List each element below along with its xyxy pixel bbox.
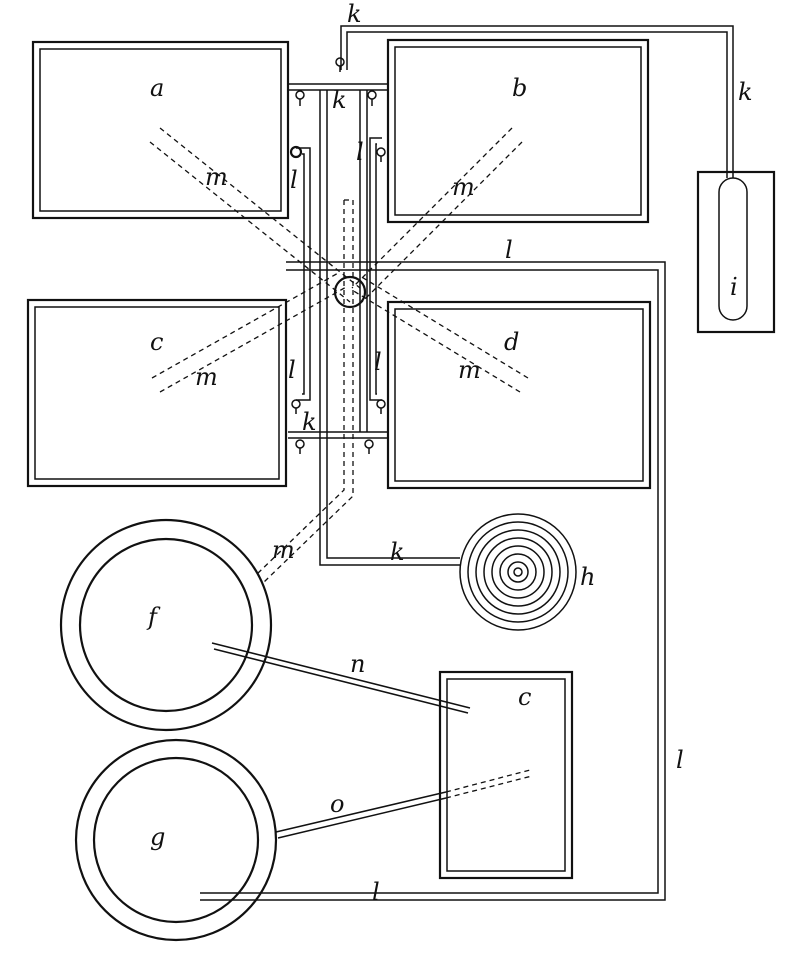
label-k-top: k: [347, 0, 362, 28]
valve-icon: [295, 90, 305, 106]
label-o: o: [330, 790, 344, 818]
label-m-2: m: [452, 173, 475, 201]
label-l-7: l: [372, 878, 380, 906]
label-g: g: [150, 823, 165, 851]
valve-icon: [367, 90, 377, 106]
valve-icon: [376, 399, 386, 414]
label-k-right: k: [738, 78, 753, 106]
label-n: n: [350, 650, 365, 678]
tank-a: [31, 40, 290, 220]
label-m-1: m: [205, 163, 228, 191]
central-column: [319, 90, 460, 566]
valve-icon: [376, 147, 386, 162]
label-l-3: l: [505, 236, 513, 264]
rod-n: [211, 642, 471, 714]
label-i: i: [730, 273, 738, 301]
label-f: f: [146, 603, 161, 631]
valve-icon: [295, 439, 305, 454]
coil-h: [459, 513, 577, 631]
labels: a b c d c f g h i k k k k k l l l l l l …: [146, 0, 753, 906]
label-m-5: m: [272, 536, 295, 564]
label-l-6: l: [676, 746, 684, 774]
label-m-4: m: [458, 356, 481, 384]
valve-icon: [291, 399, 301, 414]
pipe-m-dashed: [149, 127, 529, 583]
label-c-lower: c: [518, 683, 531, 711]
valve-icon: [289, 145, 303, 159]
label-a: a: [150, 74, 164, 102]
valves: [289, 57, 386, 454]
label-l-2: l: [356, 138, 364, 166]
tank-c: [26, 298, 288, 488]
tank-b: [386, 38, 650, 224]
pipe-k-top: [288, 25, 734, 178]
label-h: h: [580, 563, 595, 591]
valve-icon: [335, 57, 345, 72]
label-l-5: l: [374, 348, 382, 376]
label-b: b: [512, 74, 527, 102]
label-l-1: l: [290, 166, 298, 194]
label-m-3: m: [195, 363, 218, 391]
pipe-l-verticals: [296, 137, 382, 401]
label-k-center: k: [332, 86, 347, 114]
crossbars: [200, 261, 666, 901]
valve-icon: [364, 439, 374, 454]
tank-d: [386, 300, 652, 490]
vessel-c-lower: [438, 670, 574, 880]
rod-o: [275, 769, 533, 839]
disc-f: [59, 518, 273, 732]
tube-i-vessel: [696, 170, 776, 334]
label-c: c: [150, 328, 163, 356]
label-l-4: l: [288, 356, 296, 384]
label-k-bottom: k: [390, 538, 405, 566]
disc-g: [74, 738, 278, 942]
label-k-lower: k: [302, 408, 317, 436]
label-d: d: [504, 328, 519, 356]
